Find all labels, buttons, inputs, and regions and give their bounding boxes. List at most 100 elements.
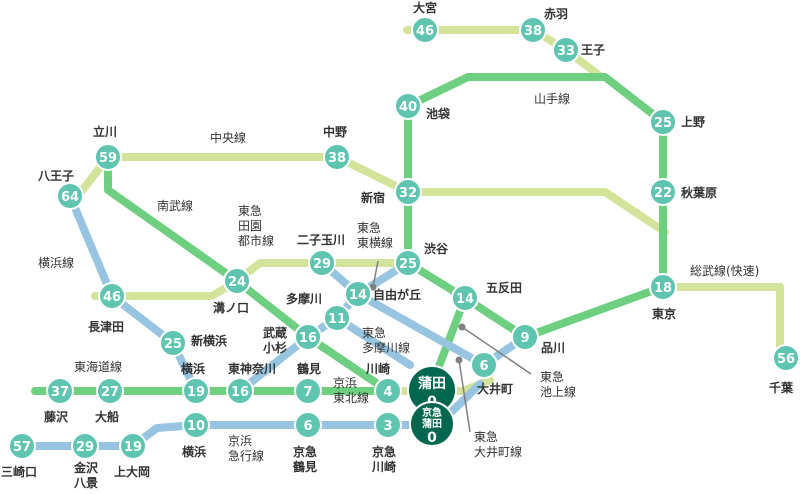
station-circle [552,36,580,64]
station-shinyokohama: 25 [159,329,187,357]
station-circle [294,411,322,439]
station-kamiooka: 19 [119,432,147,460]
station-hachioji: 64 [56,182,84,210]
station-circle [649,108,677,136]
station-minutes: 57 [13,440,31,455]
station-kanazawahakkei: 29 [71,432,99,460]
oimachi-line-label: 東急大井町線 [474,429,522,459]
station-circle [294,323,322,351]
station-circle [94,143,122,171]
station-misakiguchi: 57 [8,432,36,460]
station-minutes: 32 [399,186,417,201]
station-name-musashikosugi: 武蔵小杉 [263,325,287,355]
station-name-fujisawa: 藤沢 [43,409,69,424]
station-name-tachikawa: 立川 [93,124,117,139]
station-circle [374,411,402,439]
station-circle [56,182,84,210]
keikyu-line-label: 京浜急行線 [228,434,264,463]
station-shinjuku: 32 [394,178,422,206]
station-minutes: 33 [557,44,575,59]
station-circle [182,377,210,405]
station-name-gotanda: 五反田 [486,280,522,295]
station-minutes: 46 [103,290,121,305]
station-minutes: 7 [303,385,312,400]
station-tachikawa: 59 [94,143,122,171]
station-ikebukuro: 40 [394,92,422,120]
toyoko-line-label: 東急東横線 [357,220,393,250]
denentoshi-line-label: 東急田園都市線 [238,203,274,248]
station-chiba: 56 [772,344,800,372]
station-circle [411,16,439,44]
station-minutes: 25 [654,116,672,131]
station-minutes: 25 [399,257,417,272]
station-ofuna: 27 [96,377,124,405]
station-circle [470,351,498,379]
keikyu-kamata-hub: 京急 蒲田 0 [409,401,455,447]
station-name-kamiooka: 上大岡 [114,464,150,479]
station-name-akihabara: 秋葉原 [681,185,717,200]
station-tsurumi: 7 [294,377,322,405]
station-circle [451,284,479,312]
station-minutes: 59 [99,151,117,166]
keihin-tohoku-line-label: 京浜東北線 [333,376,369,405]
station-minutes: 4 [383,385,392,400]
station-akihabara: 22 [649,178,677,206]
station-circle [8,432,36,460]
station-yokohama_kk: 10 [182,411,210,439]
station-circle [46,377,74,405]
station-minutes: 29 [76,440,94,455]
station-circle [511,323,539,351]
station-name-futakotamagawa: 二子玉川 [297,233,345,247]
station-minutes: 64 [61,190,79,205]
ikegami-line-label: 東急池上線 [540,369,576,399]
station-musashikosugi: 16 [294,323,322,351]
station-name-shinjuku: 新宿 [361,190,385,205]
station-circle [182,411,210,439]
station-circle [98,282,126,310]
station-keikyutsurumi: 6 [294,411,322,439]
chuo-line-label: 中央線 [210,130,246,145]
station-name-tokyo: 東京 [652,306,676,321]
station-minutes: 3 [383,419,392,434]
ikegami-pointer [461,326,532,375]
station-circle [323,304,351,332]
station-name-ikebukuro: 池袋 [426,106,451,121]
station-name-hachioji: 八王子 [37,169,74,183]
station-name-kanazawahakkei: 金沢八景 [73,460,99,490]
station-circle [308,249,336,277]
station-shibuya: 25 [394,249,422,277]
station-name-tsurumi: 鶴見 [297,361,321,376]
oimachi-pointer [458,359,471,433]
station-minutes: 22 [654,186,672,201]
station-name-ofuna: 大船 [95,409,119,424]
oimachi-pointer-dot [455,356,463,364]
ikegami-pointer-dot [458,323,466,331]
station-circle [294,377,322,405]
nambu-line-label: 南武線 [157,198,193,213]
station-name-keikyukawasaki: 京急川崎 [371,444,396,474]
station-circle [394,249,422,277]
station-minutes: 56 [777,352,795,367]
station-circle [649,273,677,301]
station-minutes: 24 [228,275,246,290]
yamanote-line-label: 山手線 [534,91,570,106]
station-minutes: 19 [187,385,205,400]
toyoko-pointer-dot [369,283,377,291]
keikyu-kamata-hub-line1: 京急 [422,406,442,419]
station-minutes: 9 [520,331,529,346]
station-name-chiba: 千葉 [769,380,794,395]
station-name-yokohama-jr: 横浜 [181,361,205,376]
station-omiya: 46 [411,16,439,44]
station-keikyukawasaki: 3 [374,411,402,439]
tamagawa-line-label: 東急多摩川線 [362,325,410,355]
station-minutes: 18 [654,281,672,296]
station-nakano: 38 [323,143,351,171]
station-minutes: 40 [399,100,417,115]
sobu-rapid-line [661,283,784,362]
station-name-jiyugaoka: 自由が丘 [373,287,421,302]
station-yokohama_jr: 19 [182,377,210,405]
station-name-nagatsuta: 長津田 [88,319,124,334]
station-name-shibuya: 渋谷 [424,241,449,256]
station-name-misakiguchi: 三崎口 [1,464,37,479]
station-name-mizonokuchi: 溝ノ口 [213,300,249,315]
